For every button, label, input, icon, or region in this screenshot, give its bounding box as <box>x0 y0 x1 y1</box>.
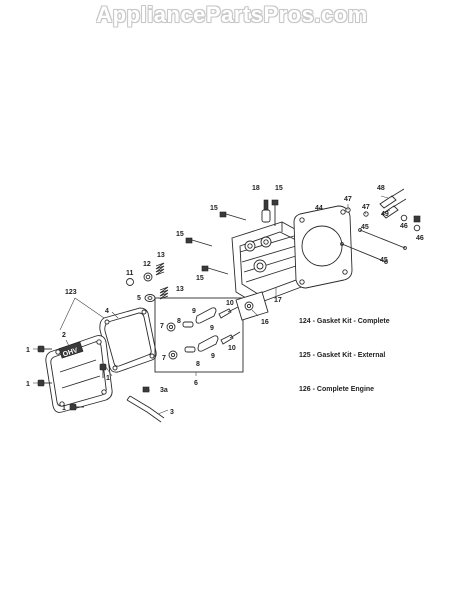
callout-46: 46 <box>400 223 408 230</box>
breather-tube <box>126 386 165 423</box>
callout-18: 18 <box>252 185 260 192</box>
valve-springs <box>126 262 169 302</box>
callout-13: 13 <box>157 252 165 259</box>
callout-10: 10 <box>228 345 236 352</box>
legend: 124 - Gasket Kit - Complete 125 - Gasket… <box>299 318 390 393</box>
callout-6: 6 <box>194 380 198 387</box>
callout-46: 46 <box>416 235 424 242</box>
callout-8: 8 <box>196 361 200 368</box>
callout-3: 3 <box>170 409 174 416</box>
callout-47: 47 <box>362 204 370 211</box>
callout-17: 17 <box>274 297 282 304</box>
callout-15: 15 <box>176 231 184 238</box>
callout-15: 15 <box>210 205 218 212</box>
cylinder-head <box>231 199 305 305</box>
breather-plate <box>235 291 269 321</box>
callout-44: 44 <box>315 205 323 212</box>
legend-item-126: 126 - Complete Engine <box>299 386 374 393</box>
valve-cover-gasket <box>99 307 157 373</box>
callout-123: 123 <box>65 289 77 296</box>
callout-1: 1 <box>26 347 30 354</box>
callout-9: 9 <box>210 325 214 332</box>
callout-15: 15 <box>196 275 204 282</box>
callout-16: 16 <box>261 319 269 326</box>
head-bolts <box>185 199 279 275</box>
callout-48: 48 <box>377 185 385 192</box>
callout-1: 1 <box>106 375 110 382</box>
callout-10: 10 <box>226 300 234 307</box>
callout-9: 9 <box>192 308 196 315</box>
callout-9: 9 <box>211 353 215 360</box>
callout-4: 4 <box>105 308 109 315</box>
callout-1: 1 <box>26 381 30 388</box>
callout-45: 45 <box>380 257 388 264</box>
leader-lines <box>33 195 391 415</box>
ohv-badge: OHV <box>62 347 79 358</box>
callout-13: 13 <box>176 286 184 293</box>
callout-45: 45 <box>361 224 369 231</box>
callout-8: 8 <box>177 318 181 325</box>
callout-11: 11 <box>126 270 134 277</box>
rocker-group-box <box>154 297 244 373</box>
callout-7: 7 <box>160 323 164 330</box>
callout-12: 12 <box>143 261 151 268</box>
head-gasket <box>293 205 353 289</box>
watermark: AppliancePartsPros.com <box>96 2 368 27</box>
legend-item-124: 124 - Gasket Kit - Complete <box>299 318 390 325</box>
callout-7: 7 <box>162 355 166 362</box>
callout-49: 49 <box>381 211 389 218</box>
rocker-parts <box>166 305 241 360</box>
callout-2: 2 <box>62 332 66 339</box>
callout-5: 5 <box>137 295 141 302</box>
callout-labels: 1 1 1 1 2 3 3a 4 5 6 7 7 8 8 9 9 9 10 10… <box>26 185 424 416</box>
valve-train <box>340 188 421 264</box>
legend-item-125: 125 - Gasket Kit - External <box>299 352 385 359</box>
callout-1: 1 <box>62 405 66 412</box>
callout-3a: 3a <box>160 387 168 394</box>
callout-47: 47 <box>344 196 352 203</box>
callout-15: 15 <box>275 185 283 192</box>
valve-cover: OHV <box>45 335 113 413</box>
